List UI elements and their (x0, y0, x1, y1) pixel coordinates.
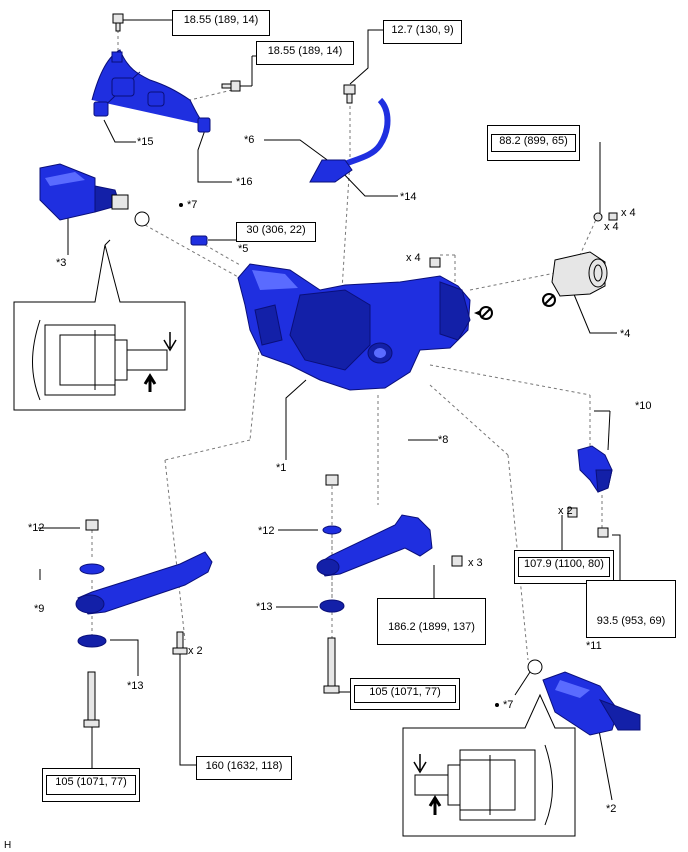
torque-value-9: 105 (1071, 77) (354, 685, 456, 703)
torque-value-3: 12.7 (130, 9) (391, 24, 454, 36)
callout-1: *1 (276, 462, 287, 474)
mount-arm-left (75, 519, 213, 728)
qty-x3-bolt: x 3 (468, 557, 483, 569)
callout-14: *14 (400, 191, 417, 203)
torque-box-9: 105 (1071, 77) (350, 678, 460, 710)
callout-12-center: *12 (258, 525, 275, 537)
torque-value-2: 18.55 (189, 14) (267, 45, 343, 57)
drive-shaft-right (542, 671, 641, 736)
torque-value-11: 105 (1071, 77) (46, 775, 136, 795)
bolt-top-1 (112, 13, 124, 32)
callout-5: *5 (238, 243, 249, 255)
breather-hose (309, 97, 391, 183)
torque-value-6: 107.9 (1100, 80) (518, 557, 610, 577)
mount-bracket-right (567, 445, 613, 538)
torque-box-5: 30 (306, 22) (236, 222, 316, 242)
torque-value-7: 93.5 (953, 69) (596, 615, 666, 627)
torque-box-2: 18.55 (189, 14) (256, 41, 354, 65)
snap-ring-top (134, 211, 150, 227)
torque-box-10: 160 (1632, 118) (196, 756, 292, 780)
detail-inset-right (402, 693, 576, 837)
washer-center (319, 474, 345, 694)
no-reuse-icon-1 (474, 306, 493, 320)
bolt-top-3 (343, 84, 356, 104)
wire-harness (91, 49, 211, 133)
detail-inset-left (13, 239, 186, 411)
callout-4: *4 (620, 328, 631, 340)
callout-6: *6 (244, 134, 255, 146)
callout-13-left: *13 (127, 680, 144, 692)
torque-box-1: 18.55 (189, 14) (172, 10, 270, 36)
mount-arm-center (316, 514, 463, 577)
torque-value-8: 186.2 (1899, 137) (388, 621, 475, 633)
torque-value-1: 18.55 (189, 14) (183, 14, 259, 26)
callout-13-center: *13 (256, 601, 273, 613)
snap-ring-bottom (527, 659, 543, 675)
bullet-dot-1 (179, 203, 183, 207)
callout-2: *2 (606, 803, 617, 815)
callout-3: *3 (56, 257, 67, 269)
differential-carrier (237, 263, 471, 391)
torque-value-10: 160 (1632, 118) (205, 760, 283, 772)
callout-7-top: *7 (187, 199, 198, 211)
qty-x2-bolt: x 2 (188, 645, 203, 657)
torque-box-11: 105 (1071, 77) (42, 768, 140, 802)
no-reuse-icon-2 (542, 293, 556, 307)
torque-box-8: 186.2 (1899, 137) (377, 598, 486, 645)
callout-10: *10 (635, 400, 652, 412)
torque-value-5: 30 (306, 22) (246, 224, 306, 236)
torque-box-7: 93.5 (953, 69) (586, 580, 676, 638)
torque-box-6: 107.9 (1100, 80) (514, 550, 614, 584)
torque-box-4: 88.2 (899, 65) (487, 125, 580, 161)
qty-x4-nut-upper: x 4 (621, 207, 636, 219)
callout-11: *11 (586, 640, 602, 652)
qty-x4-flange: x 4 (406, 252, 421, 264)
nut-x4 (593, 212, 618, 222)
torque-box-3: 12.7 (130, 9) (383, 20, 462, 44)
qty-x4-nut-lower: x 4 (604, 221, 619, 233)
callout-16: *16 (236, 176, 253, 188)
drive-shaft-left (39, 163, 129, 221)
qty-x2-bracket: x 2 (558, 505, 573, 517)
callout-7-bottom: *7 (503, 699, 514, 711)
callout-8: *8 (438, 434, 449, 446)
callout-12-left: *12 (28, 522, 45, 534)
callout-9: *9 (34, 603, 45, 615)
propeller-shaft-flange (551, 251, 608, 297)
torque-value-4: 88.2 (899, 65) (491, 134, 576, 152)
bolt-top-2 (221, 80, 241, 92)
bullet-dot-2 (495, 703, 499, 707)
flange-nut (429, 257, 441, 268)
illustration-code: H (4, 840, 12, 851)
callout-15: *15 (137, 136, 154, 148)
leader-lines (38, 19, 621, 801)
sensor (190, 235, 208, 246)
